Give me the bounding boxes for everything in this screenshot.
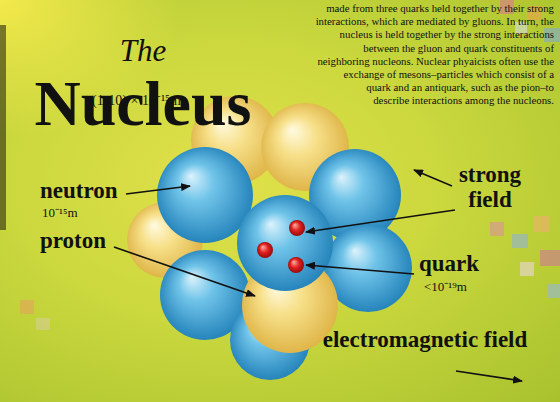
leader-arrow [306,210,455,232]
part-label: neutron [40,178,150,203]
pixel-decor [0,0,560,330]
part-label: proton [40,228,150,253]
edge-strip [0,25,6,230]
quark-dot [288,257,304,273]
leader-arrow [456,371,522,381]
pixel [490,222,504,236]
neutron-sphere [237,195,333,291]
leader-arrow [414,170,452,186]
neutron-sphere [157,147,253,243]
pixel [540,250,560,266]
description-text: made from three quarks held together by … [316,2,554,106]
pixel [512,234,528,248]
part-label: electromagnetic field [310,327,540,352]
pixel [520,262,534,276]
leader-arrow [306,265,414,274]
quark-dot [289,220,305,236]
dimension-label: 10⁻¹⁵m [42,205,122,221]
pixel [548,284,560,298]
pixel [534,216,550,232]
leader-arrow [114,247,255,296]
part-label: quark [419,251,519,276]
size-note: (1-10) × 10⁻¹⁵m [92,92,232,110]
quark-dot [257,242,273,258]
leader-arrow [126,186,190,194]
pixel [36,318,50,330]
pixel [20,300,34,314]
part-label: strong field [440,162,540,212]
description-text: made from three quarks held together by … [262,2,554,142]
dimension-label: <10⁻¹⁹m [424,279,514,295]
poster-title: The Nucleus [18,8,268,136]
